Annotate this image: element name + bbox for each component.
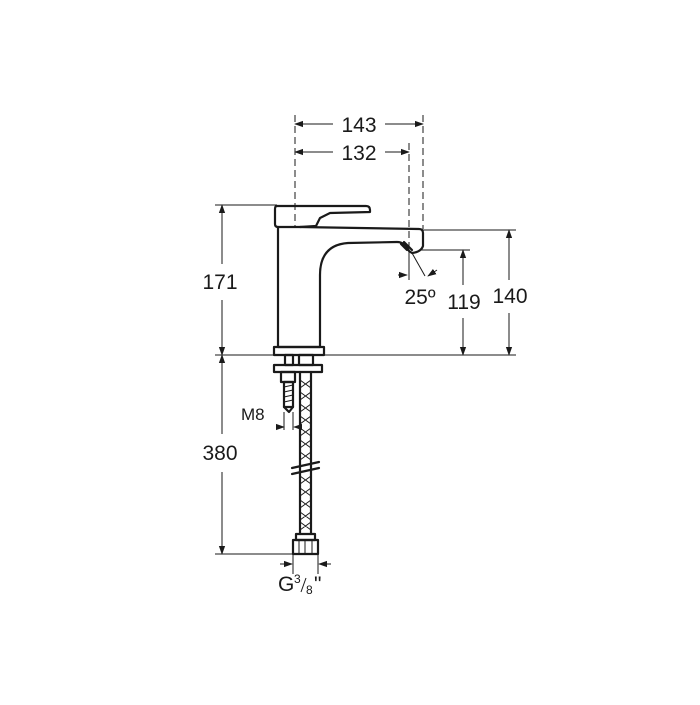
connection-denominator: 8 (306, 583, 313, 597)
rod-tip (282, 405, 295, 414)
hose-braid (299, 379, 312, 531)
mounting-assembly (272, 353, 324, 556)
dim-angle: 25º (404, 286, 435, 309)
base-plate (272, 345, 326, 357)
connection-prefix: G (278, 573, 294, 596)
hose-nut-facets (298, 540, 313, 554)
dim-119: 119 (447, 291, 480, 314)
dim-132: 132 (341, 142, 376, 165)
dim-380: 380 (202, 442, 237, 465)
nut (279, 370, 297, 384)
rod-thread (283, 384, 294, 403)
connection-numerator: 3 (294, 572, 301, 586)
threaded-rod (282, 380, 295, 409)
connection-suffix: " (314, 573, 321, 596)
lever-handle (273, 204, 372, 229)
dimension-labels: 143 132 171 25º 119 140 M8 380 G 3 8 " (202, 114, 527, 597)
dim-connection: G 3 8 " (278, 572, 321, 597)
dim-thread: M8 (241, 405, 265, 424)
break-mark (290, 460, 321, 476)
hose-collar (297, 353, 315, 367)
faucet-body (272, 204, 425, 357)
threaded-rod-top (283, 353, 295, 367)
aerator (399, 240, 414, 252)
dimension-lines (215, 115, 516, 574)
dim-143: 143 (341, 114, 376, 137)
dim-140: 140 (492, 285, 527, 308)
mounting-bracket (272, 363, 324, 374)
dim-171: 171 (202, 271, 237, 294)
spout-body (276, 225, 425, 349)
